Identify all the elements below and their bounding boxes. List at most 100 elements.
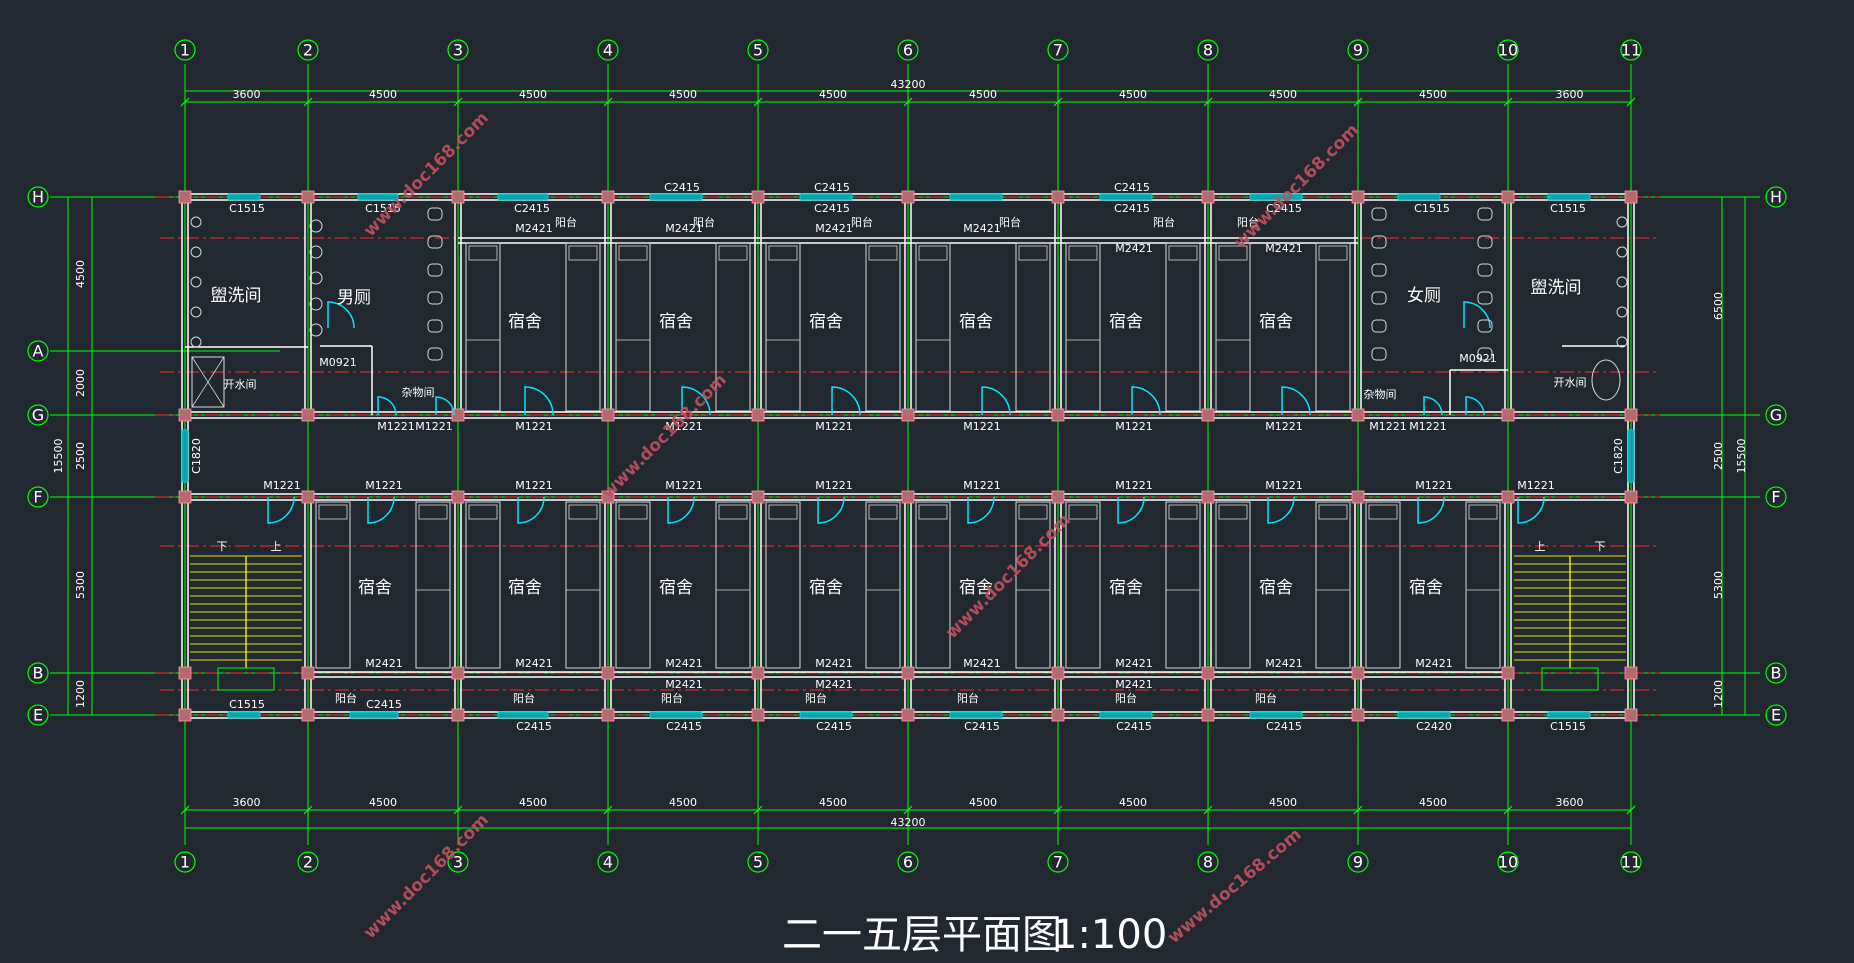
dim-tick-bottom-5 xyxy=(903,805,913,815)
fixture-womens-r-4 xyxy=(1477,319,1493,333)
tag-m0921-left: M0921 xyxy=(319,356,357,369)
tag-c2415-bot-2: C2415 xyxy=(816,720,852,733)
fixture-womens-l-0 xyxy=(1371,207,1387,221)
tag-m2421-top-2: M2421 xyxy=(815,222,853,235)
window-bot-4 xyxy=(799,711,853,719)
stairs xyxy=(190,555,1626,691)
column-9-4 xyxy=(1501,708,1515,722)
axis-bubble-col-5-bottom xyxy=(747,851,769,873)
sink-left-1 xyxy=(190,246,202,258)
bed-top-left-3-pillow xyxy=(618,245,648,261)
room-dorm-bot-2: 宿舍 xyxy=(659,578,693,598)
window-bot-0 xyxy=(227,711,261,719)
dim-span-bottom-0: 3600 xyxy=(233,796,261,809)
tag-c1820-left: C1820 xyxy=(190,438,203,474)
structural-columns xyxy=(178,190,1638,722)
window-top-0 xyxy=(227,193,261,201)
column-4-1 xyxy=(751,408,765,422)
axis-bubble-col-1-top xyxy=(174,39,196,61)
dim-total-bottom: 43200 xyxy=(891,816,926,829)
room-boiler-right: 开水间 xyxy=(1554,376,1587,389)
sink-left-2 xyxy=(190,276,202,288)
tag-c2415-top-1: C2415 xyxy=(814,202,850,215)
balcony-bot-0: 阳台 xyxy=(335,691,357,705)
tag-m2421-bot-2: M2421 xyxy=(665,657,703,670)
bed-bot-left-7-pillow xyxy=(1218,504,1248,520)
door-service-3 xyxy=(1465,396,1485,416)
doors-and-windows xyxy=(181,193,1635,719)
bed-top-right-2-pillow xyxy=(568,245,598,261)
door-bot-0 xyxy=(267,496,295,524)
axis-label-col-6-bottom: 6 xyxy=(903,853,913,872)
column-9-1 xyxy=(1501,408,1515,422)
door-top-5 xyxy=(1281,386,1311,416)
fixture-mens-5 xyxy=(427,347,443,361)
axis-label-col-1-bottom: 1 xyxy=(180,853,190,872)
axis-bubble-col-4-top xyxy=(597,39,619,61)
dim-tick-top-2 xyxy=(453,97,463,107)
axis-bubble-row-B-right xyxy=(1765,662,1787,684)
column-3-4 xyxy=(601,708,615,722)
window-top-6 xyxy=(1099,193,1153,201)
axis-label-row-F-left: F xyxy=(33,488,42,507)
bed-top-right-3 xyxy=(715,242,751,412)
axis-bubble-row-H-left xyxy=(27,186,49,208)
tag-c2415-top-hi-1: C2415 xyxy=(814,181,850,194)
door-bot-2 xyxy=(517,496,545,524)
door-womens-toilet xyxy=(1463,301,1491,329)
room-dorm-bot-1: 宿舍 xyxy=(508,578,542,598)
room-dorm-top-3: 宿舍 xyxy=(959,312,993,332)
drawing-title: 二一五层平面图 xyxy=(782,912,1062,958)
column-8-1 xyxy=(1351,408,1365,422)
axis-label-col-8-bottom: 8 xyxy=(1203,853,1213,872)
door-mens-toilet xyxy=(327,301,355,329)
bed-bot-right-7 xyxy=(1315,501,1351,669)
column-1-2 xyxy=(301,490,315,504)
balcony-bot-2: 阳台 xyxy=(661,691,683,705)
tag-c2420-bot: C2420 xyxy=(1416,720,1452,733)
sink-right-4 xyxy=(1616,336,1628,348)
column-5-0 xyxy=(901,190,915,204)
bed-bot-left-3-pillow xyxy=(618,504,648,520)
bed-bot-left-8 xyxy=(1365,501,1401,669)
column-8-2 xyxy=(1351,490,1365,504)
dim-right-span-3: 1200 xyxy=(1712,680,1725,708)
door-service-2 xyxy=(1423,396,1443,416)
fixture-womens-r-1 xyxy=(1477,235,1493,249)
balcony-bot-1: 阳台 xyxy=(513,691,535,705)
room-dorm-bot-0: 宿舍 xyxy=(358,578,392,598)
fixture-mens-3 xyxy=(427,291,443,305)
window-bot-8 xyxy=(1397,711,1451,719)
bed-bot-right-8-pillow xyxy=(1468,504,1498,520)
column-0-1 xyxy=(178,408,192,422)
door-bot-6 xyxy=(1117,496,1145,524)
axis-bubble-row-B-left xyxy=(27,662,49,684)
tag-m2421-bot-4: M2421 xyxy=(963,657,1001,670)
window-top-5 xyxy=(949,193,1003,201)
dim-left-span-2: 2500 xyxy=(74,442,87,470)
fixture-womens-r-3 xyxy=(1477,291,1493,305)
stair-left-up: 上 xyxy=(271,540,282,553)
fixture-womens-r-5 xyxy=(1477,347,1493,361)
axis-bubble-col-5-top xyxy=(747,39,769,61)
column-2-1 xyxy=(451,408,465,422)
bed-bot-left-7 xyxy=(1215,501,1251,669)
axis-label-row-H-right: H xyxy=(1770,188,1782,207)
axis-label-row-B-right: B xyxy=(1771,664,1782,683)
tag-m1221-f-7: M1221 xyxy=(1265,479,1303,492)
dim-span-bottom-6: 4500 xyxy=(1119,796,1147,809)
bed-top-right-5 xyxy=(1015,242,1051,412)
axis-bubble-col-10-top xyxy=(1497,39,1519,61)
column-10-1 xyxy=(1624,408,1638,422)
dim-right-total: 15500 xyxy=(1735,439,1748,474)
dim-tick-top-10 xyxy=(1626,97,1636,107)
door-top-4 xyxy=(1131,386,1161,416)
bed-top-left-4 xyxy=(765,242,801,412)
door-top-3 xyxy=(981,386,1011,416)
bed-bot-right-1 xyxy=(415,501,451,669)
bed-bot-left-8-pillow xyxy=(1368,504,1398,520)
column-4-4 xyxy=(751,708,765,722)
column-6-4 xyxy=(1051,708,1065,722)
window-bot-5 xyxy=(949,711,1003,719)
